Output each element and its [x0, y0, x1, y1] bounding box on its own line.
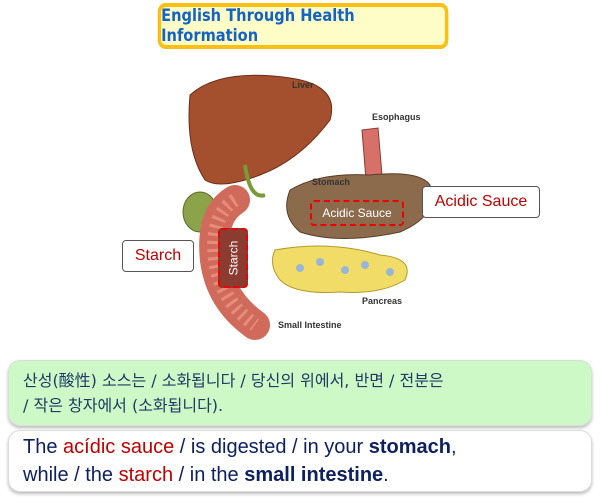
label-pancreas: Pancreas [362, 296, 403, 306]
korean-line-1: 산성(酸性) 소스는 / 소화됩니다 / 당신의 위에서, 반면 / 전분은 [23, 371, 444, 390]
starch-callout: Starch [122, 240, 194, 272]
starch-tag: Starch [218, 228, 248, 288]
starch-tag-text: Starch [226, 240, 240, 276]
label-esophagus: Esophagus [372, 112, 421, 122]
acidic-sauce-tag: Acidic Sauce [310, 200, 404, 226]
english-sentence-box: The acídic sauce / is digested / in your… [8, 430, 592, 492]
text: / in the [173, 464, 245, 486]
text: / is digested / in your [174, 436, 369, 458]
bold-small-intestine: small intestine [244, 464, 384, 486]
korean-line-2: / 작은 창자에서 (소화됩니다). [23, 396, 224, 415]
text: , [451, 436, 457, 458]
digestive-system-illustration [182, 74, 433, 340]
label-stomach: Stomach [312, 177, 351, 187]
korean-translation-box: 산성(酸性) 소스는 / 소화됩니다 / 당신의 위에서, 반면 / 전분은 /… [8, 360, 592, 426]
label-small-intestine: Small Intestine [278, 320, 342, 330]
highlight-starch: starch [118, 464, 174, 486]
text: The [23, 436, 64, 458]
bold-stomach: stomach [368, 436, 451, 458]
page-title: English Through Health Information [157, 3, 449, 49]
text: . [383, 464, 389, 486]
highlight-acidic-sauce: acídic sauce [63, 436, 175, 458]
text: while / the [23, 464, 119, 486]
acidic-sauce-callout: Acidic Sauce [422, 186, 540, 218]
label-liver: Liver [292, 80, 314, 90]
